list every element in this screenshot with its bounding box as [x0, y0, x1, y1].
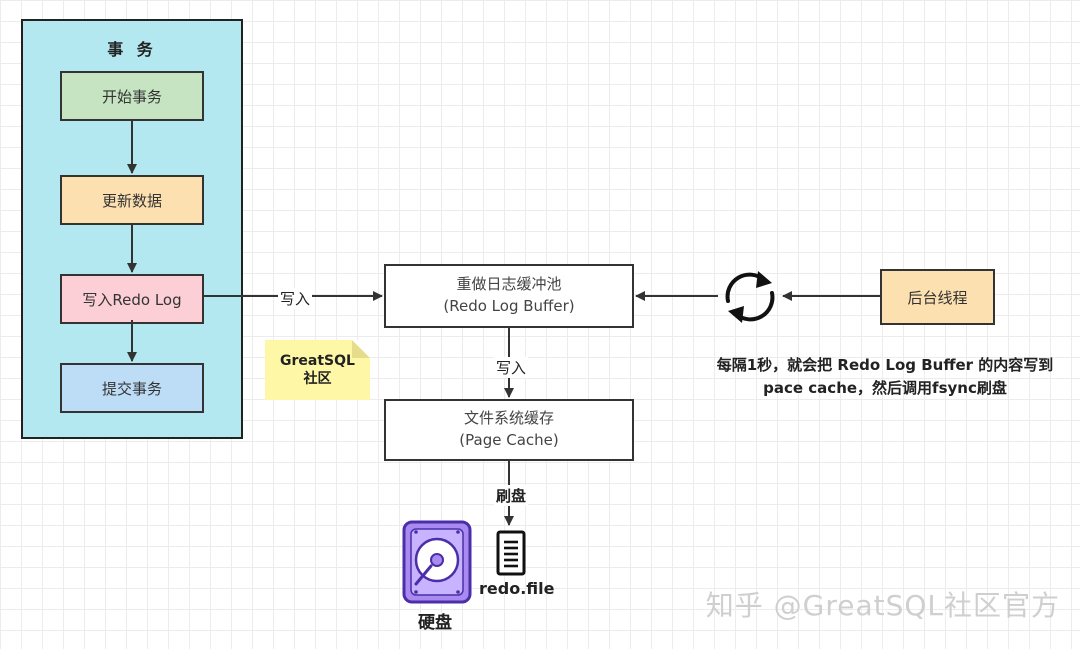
edge-label-write-2: 写入 [494, 357, 529, 378]
page-cache-title: 文件系统缓存 [463, 409, 554, 428]
step-update-data[interactable]: 更新数据 [60, 175, 204, 225]
page-cache-box[interactable]: 文件系统缓存 (Page Cache) [384, 399, 634, 461]
step-commit-transaction[interactable]: 提交事务 [60, 363, 204, 413]
background-thread-box[interactable]: 后台线程 [880, 269, 995, 325]
redo-log-buffer-title: 重做日志缓冲池 [456, 275, 562, 294]
description-line-2: pace cache，然后调用fsync刷盘 [763, 379, 1007, 398]
flush-description: 每隔1秒，就会把 Redo Log Buffer 的内容写到 pace cach… [700, 354, 1070, 401]
sticky-note-fold [352, 340, 370, 358]
transaction-title: 事 务 [107, 40, 157, 59]
note-line-1: GreatSQL [280, 352, 355, 369]
zhihu-watermark: 知乎 @GreatSQL社区官方 [705, 589, 1060, 622]
redo-log-buffer-box[interactable]: 重做日志缓冲池 (Redo Log Buffer) [384, 264, 634, 328]
page-cache-subtitle: (Page Cache) [459, 431, 559, 449]
hard-disk-icon [402, 520, 472, 604]
disk-label: 硬盘 [418, 613, 452, 633]
edge-label-flush: 刷盘 [494, 485, 529, 506]
redo-log-buffer-subtitle: (Redo Log Buffer) [443, 297, 575, 315]
redo-file-label: redo.file [479, 579, 555, 598]
note-line-2: 社区 [303, 371, 332, 387]
document-icon [496, 530, 526, 576]
step-begin-transaction[interactable]: 开始事务 [60, 71, 204, 121]
refresh-cycle-icon [725, 271, 775, 323]
description-line-1: 每隔1秒，就会把 Redo Log Buffer 的内容写到 [716, 356, 1054, 374]
edge-label-write-1: 写入 [278, 288, 313, 309]
